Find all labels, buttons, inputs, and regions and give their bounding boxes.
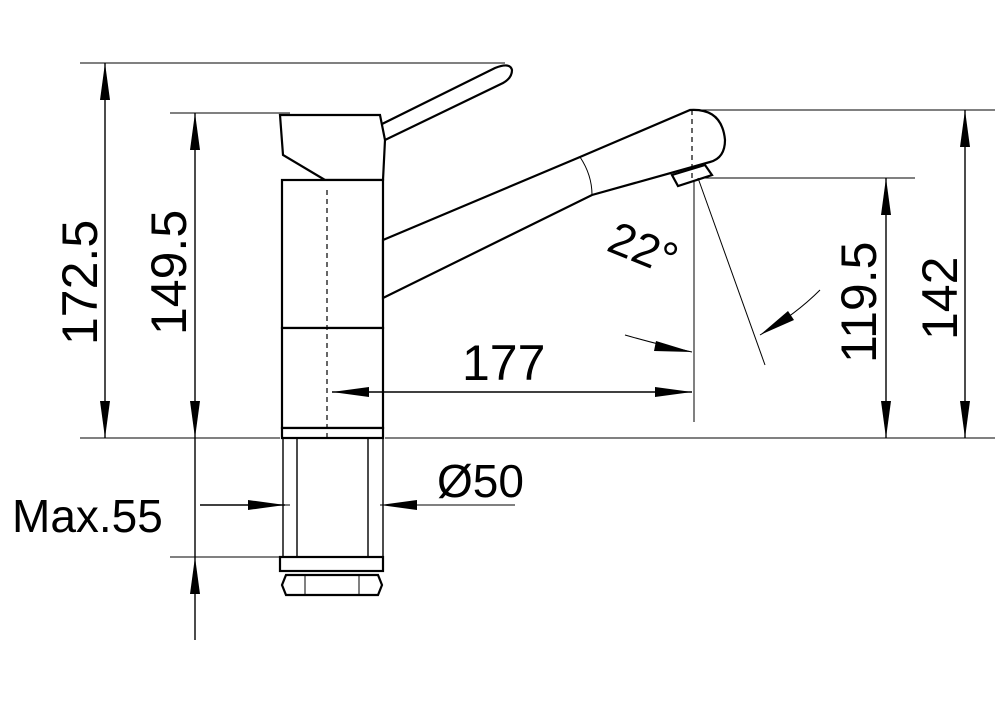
- dimension-diameter: Ø50: [380, 455, 524, 510]
- faucet-body: [278, 64, 727, 597]
- extension-lines: [80, 62, 995, 558]
- dimension-total-height: 172.5: [52, 63, 110, 438]
- outlet-reference-lines: [693, 177, 766, 422]
- dim-body-height-label: 149.5: [141, 210, 197, 335]
- dimension-spout-height: 119.5: [831, 178, 891, 438]
- dimension-angle: 22°: [601, 211, 821, 353]
- dimension-reach: 177: [332, 335, 692, 397]
- dimension-outlet-height: 142: [912, 110, 970, 438]
- dim-reach-label: 177: [462, 335, 545, 391]
- dim-diameter-label: Ø50: [437, 455, 524, 507]
- dim-outlet-height-label: 142: [912, 257, 968, 340]
- dimension-body-height: 149.5: [141, 113, 200, 438]
- dim-max-thickness-label: Max.55: [12, 490, 163, 542]
- dimension-max-thickness: Max.55: [12, 438, 285, 640]
- dim-angle-label: 22°: [601, 211, 685, 285]
- dim-spout-height-label: 119.5: [831, 242, 887, 363]
- dim-total-height-label: 172.5: [52, 220, 108, 345]
